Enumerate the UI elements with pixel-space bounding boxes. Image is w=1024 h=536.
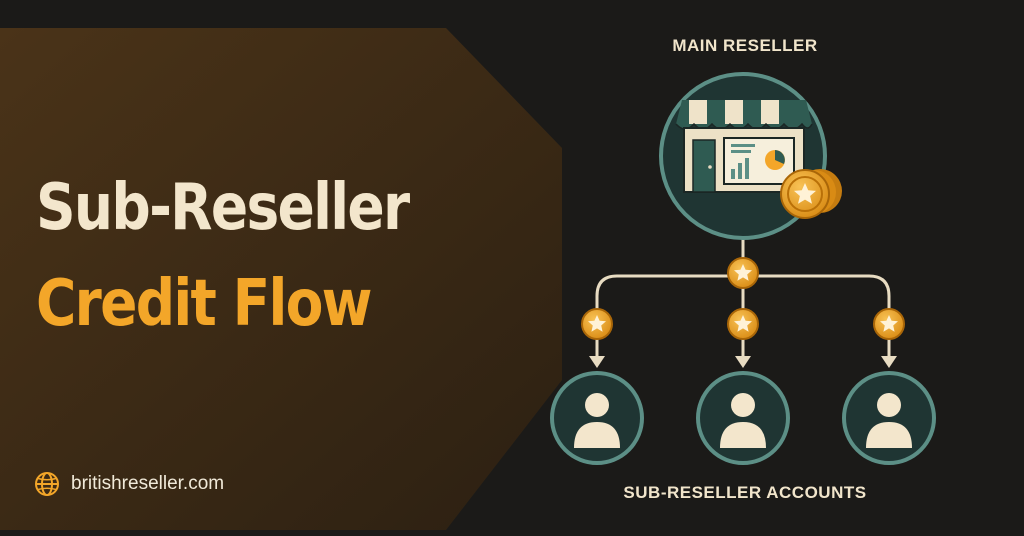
credit-coin-hub [727,257,759,289]
credit-coin-right [873,308,905,340]
sub-reseller-node-1 [550,371,644,465]
sub-reseller-accounts-label: SUB-RESELLER ACCOUNTS [623,483,867,502]
main-reseller-label: MAIN RESELLER [672,36,818,55]
background-panel [0,28,562,530]
storefront-icon [675,100,813,193]
user-icon [866,393,912,448]
credit-coin-left [581,308,613,340]
website-link[interactable]: britishreseller.com [34,471,224,497]
headline-line-2: Credit Flow [36,267,373,341]
sub-reseller-node-3 [842,371,936,465]
coin-stack-icon [780,169,842,219]
user-icon [720,393,766,448]
arrowheads [589,356,897,368]
credit-coin-center [727,308,759,340]
globe-icon [35,472,59,496]
sub-reseller-node-2 [696,371,790,465]
main-reseller-node [659,72,842,240]
user-icon [574,393,620,448]
website-text: britishreseller.com [71,473,225,494]
headline-line-1: Sub-Reseller [36,171,410,245]
